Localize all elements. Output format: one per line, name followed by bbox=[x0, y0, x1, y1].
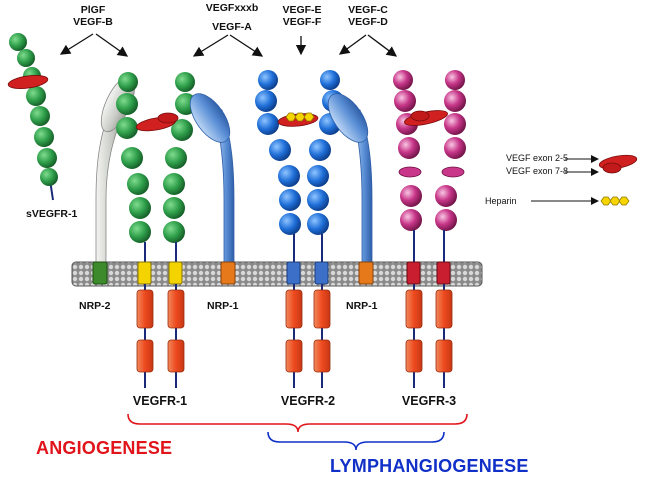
legend-exon78-label: VEGF exon 7-8 bbox=[506, 166, 569, 176]
svegfr1-label: sVEGFR-1 bbox=[26, 208, 78, 220]
lymphangiogenese-title: LYMPHANGIOGENESE bbox=[330, 456, 529, 476]
ligand-vegfe-label: VEGF-E bbox=[282, 4, 322, 16]
ligand-vegfa-label: VEGF-A bbox=[212, 21, 252, 33]
angiogenese-title: ANGIOGENESE bbox=[36, 438, 173, 458]
lymphangiogenese-bracket bbox=[267, 431, 445, 451]
ligand-vegfd-label: VEGF-D bbox=[348, 16, 388, 28]
legend-heparin-label: Heparin bbox=[485, 196, 517, 206]
vegfr3-receptor bbox=[393, 70, 466, 388]
nrp1-right-receptor bbox=[327, 93, 374, 285]
ligand-vegfxxxb-vegfa: VEGFxxxb VEGF-A bbox=[206, 2, 259, 33]
nrp1-left-receptor bbox=[189, 93, 236, 285]
svegfr1-chain bbox=[7, 33, 58, 201]
ligand-vegff-label: VEGF-F bbox=[282, 16, 322, 28]
nrp2-label: NRP-2 bbox=[79, 300, 111, 312]
ligand-arrows bbox=[59, 33, 398, 57]
vegfr1-label: VEGFR-1 bbox=[132, 394, 188, 408]
ligand-vegfc-label: VEGF-C bbox=[348, 4, 388, 16]
nrp1-right-label: NRP-1 bbox=[346, 300, 378, 312]
ligand-vegfb-label: VEGF-B bbox=[73, 16, 113, 28]
vegfr2-label: VEGFR-2 bbox=[280, 394, 336, 408]
legend-exon25-label: VEGF exon 2-5 bbox=[506, 153, 569, 163]
legend-glyphs bbox=[531, 154, 638, 206]
vegfr2-receptor bbox=[255, 70, 344, 388]
ligand-vegfxxxb-label: VEGFxxxb bbox=[205, 2, 259, 14]
vegfr3-label: VEGFR-3 bbox=[401, 394, 457, 408]
vegfr1-receptor bbox=[116, 72, 197, 388]
ligand-plgf-vegfb: PlGF VEGF-B bbox=[73, 4, 113, 28]
ligand-vegfe-vegff: VEGF-E VEGF-F bbox=[282, 4, 321, 28]
ligand-vegfc-vegfd: VEGF-C VEGF-D bbox=[348, 4, 388, 28]
ligand-plgf-label: PlGF bbox=[80, 4, 106, 16]
angiogenese-bracket bbox=[127, 413, 468, 433]
nrp1-left-label: NRP-1 bbox=[207, 300, 239, 312]
